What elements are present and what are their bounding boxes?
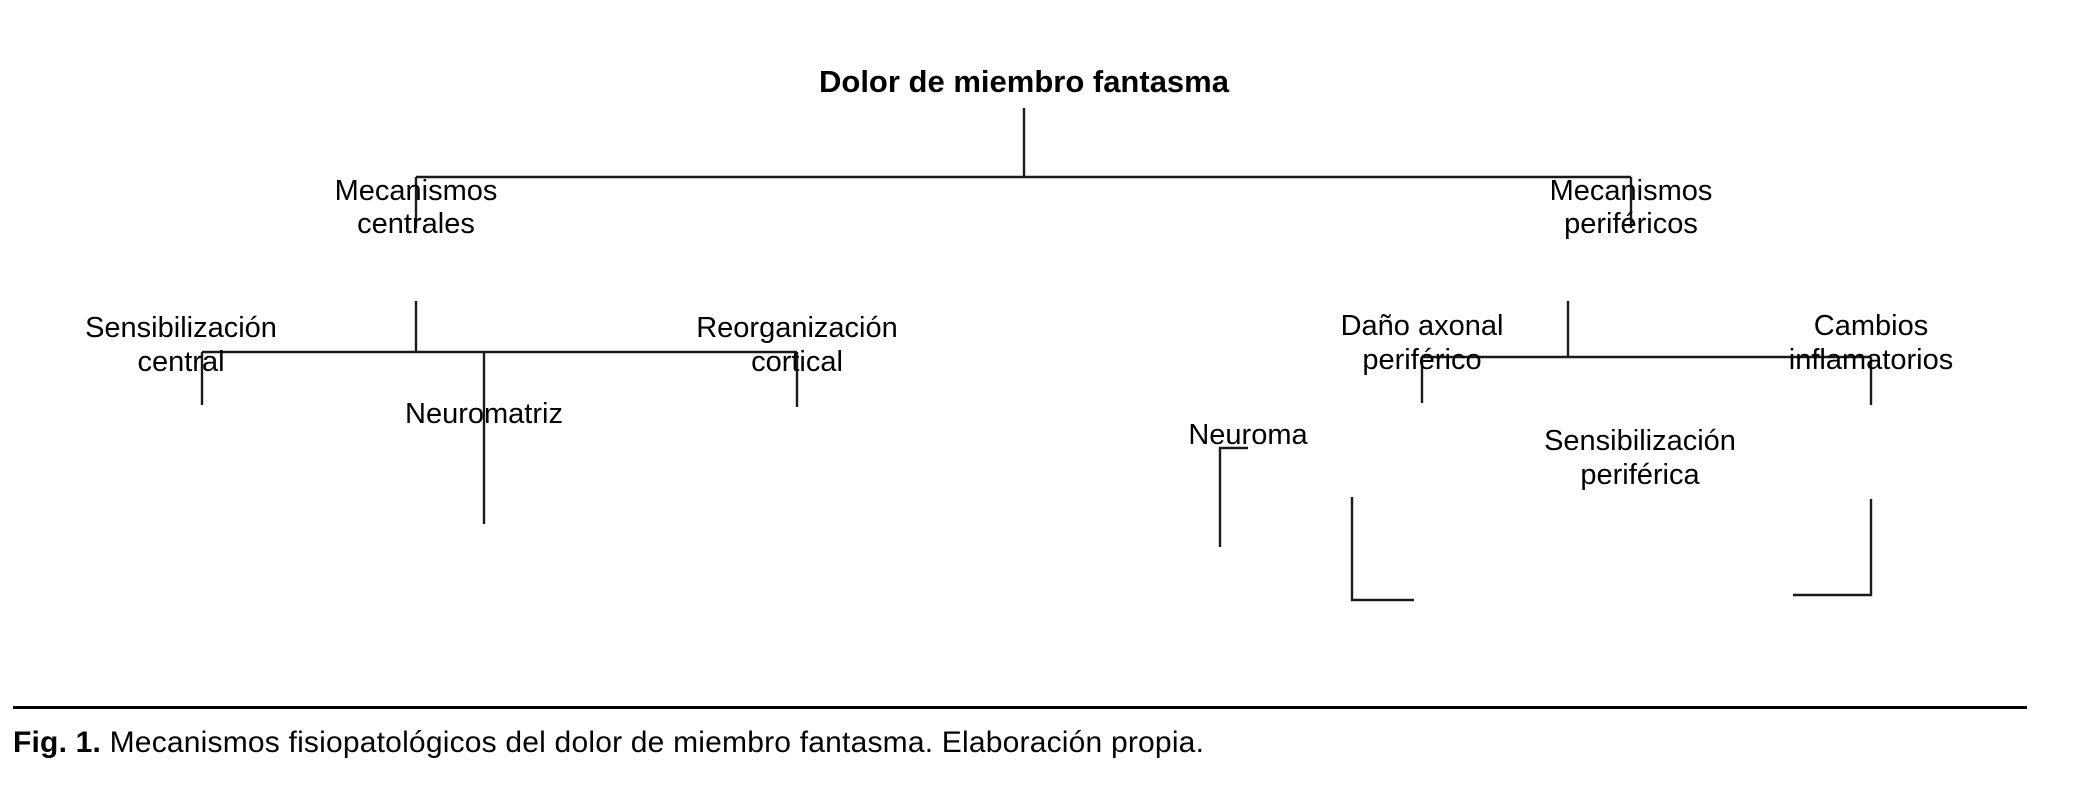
figure-caption: Fig. 1. Mecanismos fisiopatológicos del … [13,726,2067,760]
flowchart-diagram: Dolor de miembro fantasma Mecanismos cen… [85,64,1953,602]
node-cambios-inflamatorios-line2: inflamatorios [1789,344,1953,376]
edge-cambios-to-sensibilizacion-periferica [1793,499,1873,597]
figure-caption-block: Fig. 1. Mecanismos fisiopatológicos del … [13,706,2067,760]
node-mecanismos-perifericos-line1: Mecanismos [1550,175,1713,207]
node-sensibilizacion-central-line1: Sensibilización [85,312,277,344]
node-sensibilizacion-periferica-line2: periférica [1580,459,1700,491]
node-reorganizacion-cortical-line1: Reorganización [696,312,898,344]
node-neuromatriz-line1: Neuromatriz [405,398,563,430]
node-root-label: Dolor de miembro fantasma [819,64,1230,99]
node-neuroma-line1: Neuroma [1188,419,1308,451]
node-cambios-inflamatorios-line1: Cambios [1814,310,1928,342]
node-dano-axonal-periferico-line2: periférico [1362,344,1481,376]
node-mecanismos-centrales-line1: Mecanismos [335,175,498,207]
connector-group [200,108,1873,602]
node-reorganizacion-cortical-line2: cortical [751,346,843,378]
node-dano-axonal-periferico-line1: Daño axonal [1341,310,1504,342]
node-mecanismos-perifericos-line2: periféricos [1564,208,1698,240]
node-sensibilizacion-periferica-line1: Sensibilización [1544,425,1736,457]
figure-caption-body: Mecanismos fisiopatológicos del dolor de… [101,726,1205,759]
node-sensibilizacion-central-line2: central [137,346,224,378]
edge-to-neuroma [1218,446,1248,547]
node-mecanismos-centrales-line2: centrales [357,208,475,240]
figure-caption-label: Fig. 1. [13,726,102,759]
edge-dano-to-sensibilizacion-periferica [1350,497,1414,602]
caption-divider-rule [13,706,2027,709]
